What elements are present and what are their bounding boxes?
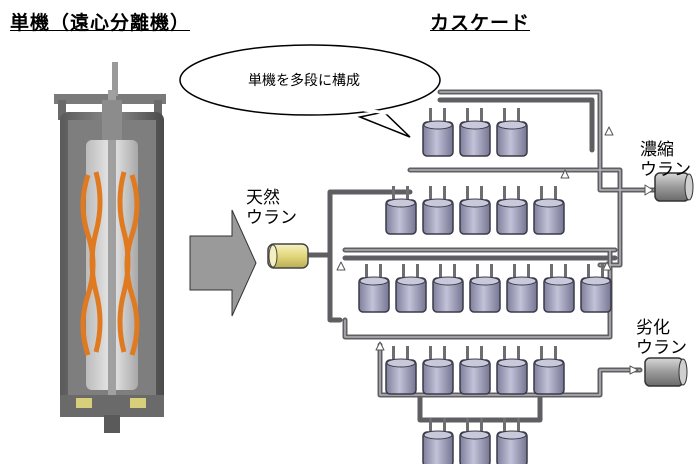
depleted-uranium-line2: ウラン	[636, 338, 687, 358]
centrifuge-unit	[496, 418, 528, 464]
centrifuge-unit	[533, 346, 565, 395]
centrifuge-unit	[496, 346, 528, 395]
cascade-title: カスケード	[430, 12, 531, 34]
centrifuge-unit	[422, 418, 454, 464]
depleted-tank	[644, 357, 688, 387]
centrifuge-unit	[422, 346, 454, 395]
centrifuge-unit	[432, 264, 464, 313]
centrifuge-unit	[469, 264, 501, 313]
speech-bubble	[179, 44, 441, 138]
centrifuge-unit	[459, 108, 491, 157]
natural-uranium-line2: ウラン	[246, 208, 297, 228]
centrifuge-unit	[422, 186, 454, 235]
centrifuge-base	[60, 395, 164, 417]
rotor-coil-right	[117, 171, 140, 356]
depleted-uranium-line1: 劣化	[636, 318, 670, 338]
flow-arrow	[189, 209, 257, 317]
centrifuge-unit	[385, 346, 417, 395]
enriched-uranium-line1: 濃縮	[640, 140, 674, 160]
centrifuge-unit	[385, 186, 417, 235]
centrifuge-unit	[580, 264, 612, 313]
centrifuge-unit	[496, 186, 528, 235]
centrifuge-unit	[459, 186, 491, 235]
centrifuge-unit	[395, 264, 427, 313]
natural-uranium-line1: 天然	[246, 188, 280, 208]
centrifuge-unit	[543, 264, 575, 313]
enriched-tank	[654, 172, 694, 202]
speech-bubble-text: 単機を多段に構成	[248, 73, 360, 89]
centrifuge-top-pipe	[112, 62, 118, 96]
centrifuge-unit	[422, 108, 454, 157]
centrifuge-unit	[459, 418, 491, 464]
cascade-units	[358, 108, 612, 464]
cascade-pipes	[305, 89, 658, 423]
centrifuge-unit	[358, 264, 390, 313]
centrifuge-unit	[459, 346, 491, 395]
centrifuge-unit	[533, 186, 565, 235]
enriched-uranium-label: 濃縮 ウラン	[640, 140, 691, 180]
single-unit-title: 単機（遠心分離機）	[10, 12, 191, 34]
rotor-coil-left	[80, 171, 103, 356]
centrifuge-unit	[496, 108, 528, 157]
natural-uranium-label: 天然 ウラン	[246, 188, 297, 228]
centrifuge-unit	[506, 264, 538, 313]
feed-cylinder	[267, 243, 309, 269]
depleted-uranium-label: 劣化 ウラン	[636, 318, 687, 358]
enriched-uranium-line2: ウラン	[640, 160, 691, 180]
centrifuge-shaft	[108, 90, 116, 410]
centrifuge-illustration	[54, 62, 166, 433]
